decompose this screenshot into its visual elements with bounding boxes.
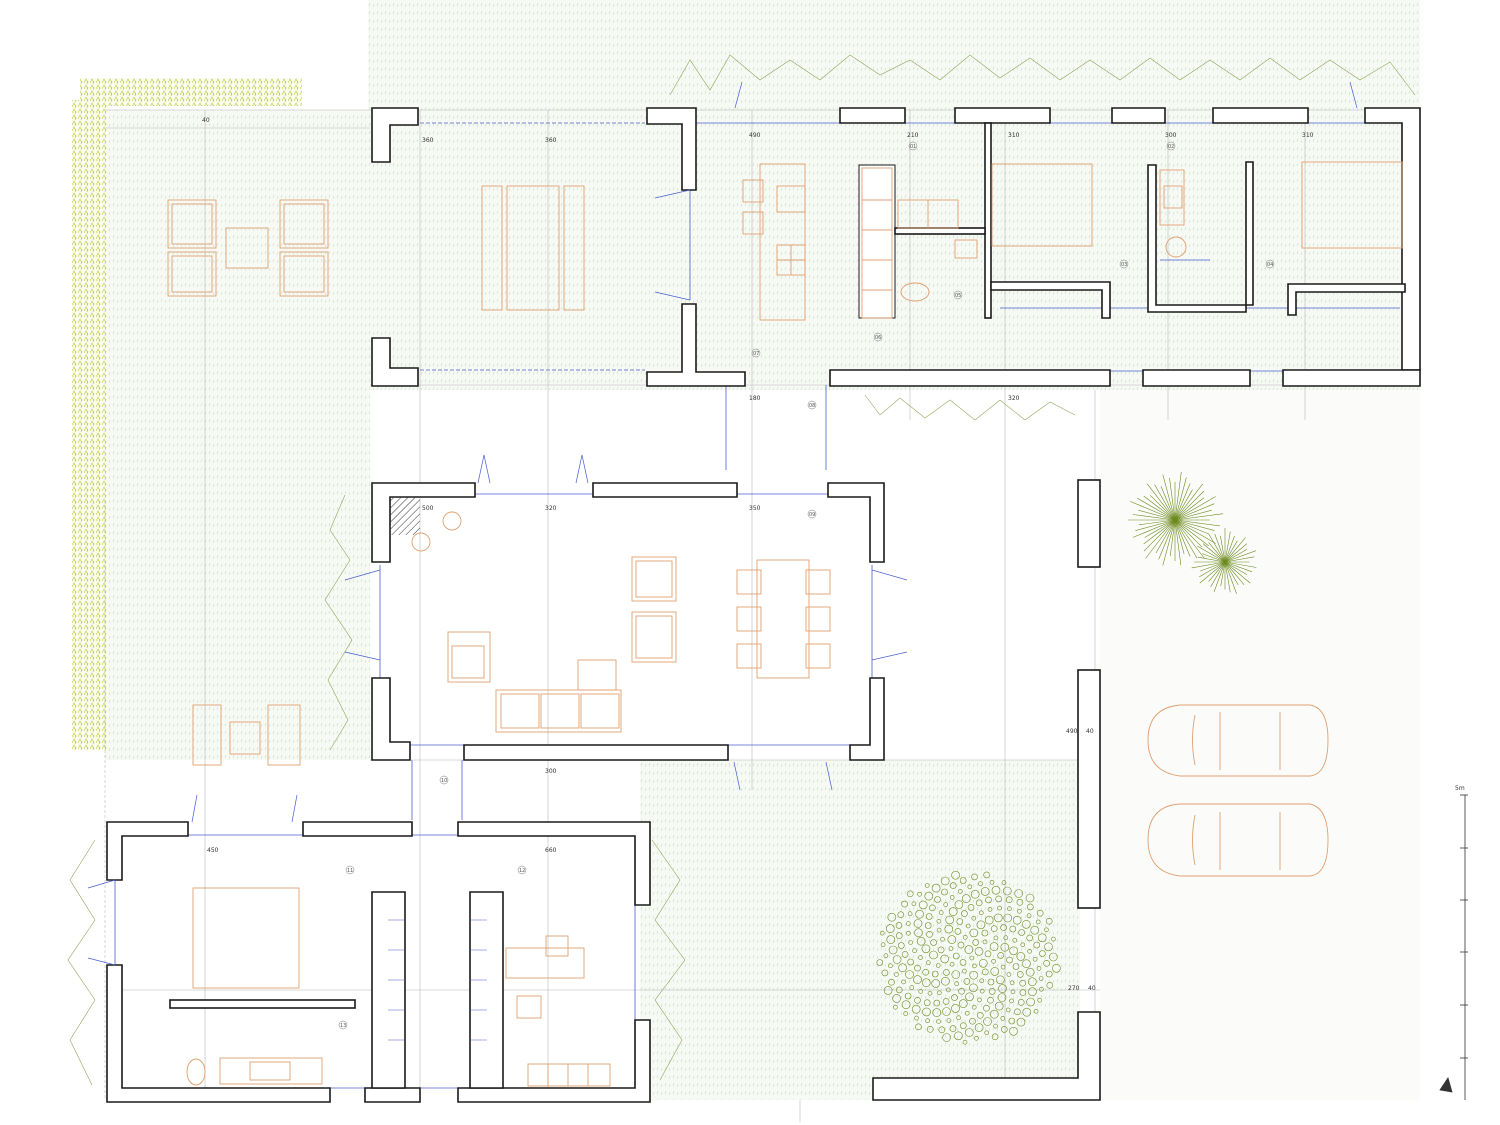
dimension-label: 310: [1302, 132, 1314, 139]
dimension-label: 450: [207, 847, 219, 854]
room-number: 10: [441, 778, 447, 784]
room-number: 02: [1168, 144, 1174, 150]
tree-1: [1128, 471, 1224, 566]
car-1: [1147, 704, 1329, 777]
wall-s-s: [364, 1087, 421, 1103]
room-number: 12: [519, 868, 525, 874]
site-landscape: [72, 0, 1420, 1100]
wall-c-hatch: [390, 497, 420, 535]
grid-lines: [104, 109, 1420, 1122]
wall-n-ne: [646, 107, 697, 191]
dimension-label: 40: [1086, 728, 1094, 735]
dimension-label: 300: [1165, 132, 1177, 139]
trees: [67, 54, 1416, 1086]
wall-s-se: [457, 1019, 651, 1103]
room-number: 09: [809, 512, 815, 518]
tree-2: [1191, 528, 1257, 595]
wall-ne-kitchen: [858, 164, 896, 319]
room-number: 01: [910, 144, 916, 150]
dimension-label: 500: [422, 505, 434, 512]
dimension-label: 320: [1008, 395, 1020, 402]
wall-c-ne: [827, 482, 885, 563]
dimension-label: 40: [1088, 985, 1096, 992]
wall-s-sw: [106, 964, 331, 1103]
wall-ne-top-4: [1212, 107, 1309, 124]
room-number: 13: [340, 1023, 346, 1029]
room-tags: 01 02 03 04 05 06 07 08 09 10 11 12 13: [338, 141, 1275, 1030]
dimension-labels: 40 360 360 490 210 310 300 310 500 180 3…: [202, 117, 1314, 992]
dimension-label: 180: [749, 395, 761, 402]
wall-s-nw: [106, 821, 189, 881]
room-number: 05: [955, 293, 961, 299]
dimension-label: 490: [1066, 728, 1078, 735]
dimension-label: 320: [545, 505, 557, 512]
room-number: 11: [347, 868, 353, 874]
wall-c-n: [592, 482, 738, 498]
site-wall-3: [872, 1011, 1101, 1101]
driveway: [1100, 390, 1420, 1100]
wall-s-n2: [457, 821, 651, 906]
room-number: 07: [753, 351, 759, 357]
room-number: 06: [875, 335, 881, 341]
wall-ne-partition-1: [984, 122, 992, 319]
wall-s-closet-e: [469, 891, 504, 1089]
wall-ne-bottom-3: [1282, 369, 1421, 387]
hedge-west: [72, 100, 108, 750]
room-number: 03: [1121, 262, 1127, 268]
wall-s-closet-w: [371, 891, 406, 1089]
wall-c-sw: [371, 677, 411, 761]
lawn-area: [105, 110, 370, 760]
walls: [106, 107, 1421, 1103]
wall-ne-partition-4: [1287, 283, 1406, 316]
dimension-label: 360: [422, 137, 434, 144]
wall-ne-top-1: [839, 107, 906, 124]
dimension-label: 350: [749, 505, 761, 512]
site-wall-2: [1077, 669, 1101, 909]
dimension-label: 660: [545, 847, 557, 854]
wall-c-se: [849, 677, 885, 761]
scale-label: 5m: [1455, 785, 1465, 792]
car-2: [1147, 803, 1329, 877]
wall-ne-bottom: [829, 369, 1111, 387]
dimension-label: 300: [545, 768, 557, 775]
wall-ne-bath: [894, 227, 986, 235]
room-number: 08: [809, 403, 815, 409]
dimension-label: 310: [1008, 132, 1020, 139]
wall-s-divider: [169, 999, 356, 1009]
hedge-north: [80, 78, 302, 106]
dimension-label: 40: [202, 117, 210, 124]
wall-nw-sw: [371, 337, 419, 387]
wall-ne-top-2: [954, 107, 1051, 124]
scale-bar: 5m: [1439, 785, 1468, 1100]
wall-nw-corner: [371, 107, 419, 163]
dimension-label: 490: [749, 132, 761, 139]
site-wall-1: [1077, 479, 1101, 568]
lawn-area-south: [640, 760, 1080, 1100]
dimension-label: 360: [545, 137, 557, 144]
wall-ne-partition-2: [990, 281, 1111, 319]
dimension-label: 270: [1068, 985, 1080, 992]
room-number: 04: [1267, 262, 1273, 268]
dimension-label: 210: [907, 132, 919, 139]
wall-ne-bottom-2: [1142, 369, 1251, 387]
wall-ne-top-3: [1111, 107, 1166, 124]
wall-c-nw: [371, 482, 476, 563]
wall-ne-partition-3: [1147, 161, 1254, 313]
door-swings: [87, 81, 1358, 966]
tree-3: [876, 870, 1061, 1045]
wall-c-s: [463, 744, 729, 761]
north-arrow-icon: [1439, 1077, 1453, 1093]
wall-s-n: [302, 821, 413, 837]
wall-n-se: [646, 303, 746, 387]
furniture: [167, 161, 1403, 1087]
